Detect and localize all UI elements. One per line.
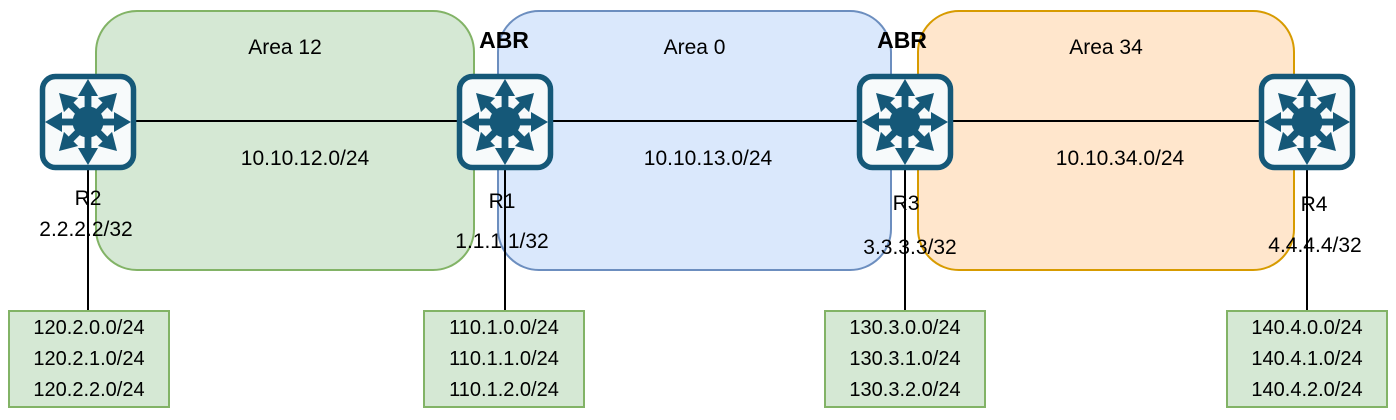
prefix-entry: 140.4.0.0/24 bbox=[1251, 316, 1363, 339]
loopback-label-r1: 1.1.1.1/32 bbox=[455, 230, 549, 253]
router-icon bbox=[38, 72, 138, 172]
router-name-r1: R1 bbox=[488, 190, 516, 213]
ospf-area-34: Area 34 bbox=[917, 10, 1295, 271]
link-line-horizontal bbox=[88, 120, 1307, 122]
area-34-label: Area 34 bbox=[1069, 36, 1143, 59]
area-12-label: Area 12 bbox=[248, 36, 322, 59]
prefix-box-r4: 140.4.0.0/24 140.4.1.0/24 140.4.2.0/24 bbox=[1226, 310, 1388, 408]
stub-line-r4 bbox=[1306, 170, 1308, 310]
router-r1 bbox=[455, 72, 555, 172]
prefix-box-r2: 120.2.0.0/24 120.2.1.0/24 120.2.2.0/24 bbox=[8, 310, 170, 408]
area-0-label: Area 0 bbox=[663, 36, 726, 59]
link-label-10-10-12: 10.10.12.0/24 bbox=[240, 147, 370, 170]
loopback-label-r2: 2.2.2.2/32 bbox=[39, 218, 133, 241]
stub-line-r3 bbox=[904, 170, 906, 310]
prefix-entry: 130.3.0.0/24 bbox=[849, 316, 961, 339]
router-r2 bbox=[38, 72, 138, 172]
link-label-10-10-34: 10.10.34.0/24 bbox=[1055, 147, 1185, 170]
prefix-entry: 110.1.0.0/24 bbox=[449, 316, 559, 339]
router-name-r3: R3 bbox=[892, 192, 920, 215]
stub-line-r2 bbox=[87, 170, 89, 310]
loopback-label-r4: 4.4.4.4/32 bbox=[1268, 234, 1362, 257]
prefix-entry: 120.2.0.0/24 bbox=[33, 316, 145, 339]
loopback-label-r3: 3.3.3.3/32 bbox=[863, 236, 957, 259]
router-r4 bbox=[1257, 72, 1357, 172]
ospf-area-12: Area 12 bbox=[95, 10, 475, 271]
prefix-entry: 110.1.2.0/24 bbox=[449, 378, 559, 401]
prefix-box-r1: 110.1.0.0/24 110.1.1.0/24 110.1.2.0/24 bbox=[423, 310, 585, 408]
prefix-entry: 120.2.1.0/24 bbox=[33, 347, 145, 370]
router-name-r2: R2 bbox=[74, 187, 102, 210]
stub-line-r1 bbox=[504, 170, 506, 310]
router-name-r4: R4 bbox=[1300, 193, 1328, 216]
prefix-entry: 130.3.2.0/24 bbox=[849, 378, 961, 401]
prefix-box-r3: 130.3.0.0/24 130.3.1.0/24 130.3.2.0/24 bbox=[824, 310, 986, 408]
prefix-entry: 110.1.1.0/24 bbox=[449, 347, 559, 370]
router-r3 bbox=[855, 72, 955, 172]
prefix-entry: 130.3.1.0/24 bbox=[849, 347, 961, 370]
router-icon bbox=[1257, 72, 1357, 172]
link-label-10-10-13: 10.10.13.0/24 bbox=[643, 147, 773, 170]
abr-label-r1: ABR bbox=[479, 27, 529, 53]
prefix-entry: 140.4.2.0/24 bbox=[1251, 378, 1363, 401]
router-icon bbox=[855, 72, 955, 172]
prefix-entry: 140.4.1.0/24 bbox=[1251, 347, 1363, 370]
abr-label-r3: ABR bbox=[877, 27, 927, 53]
router-icon bbox=[455, 72, 555, 172]
prefix-entry: 120.2.2.0/24 bbox=[33, 378, 145, 401]
